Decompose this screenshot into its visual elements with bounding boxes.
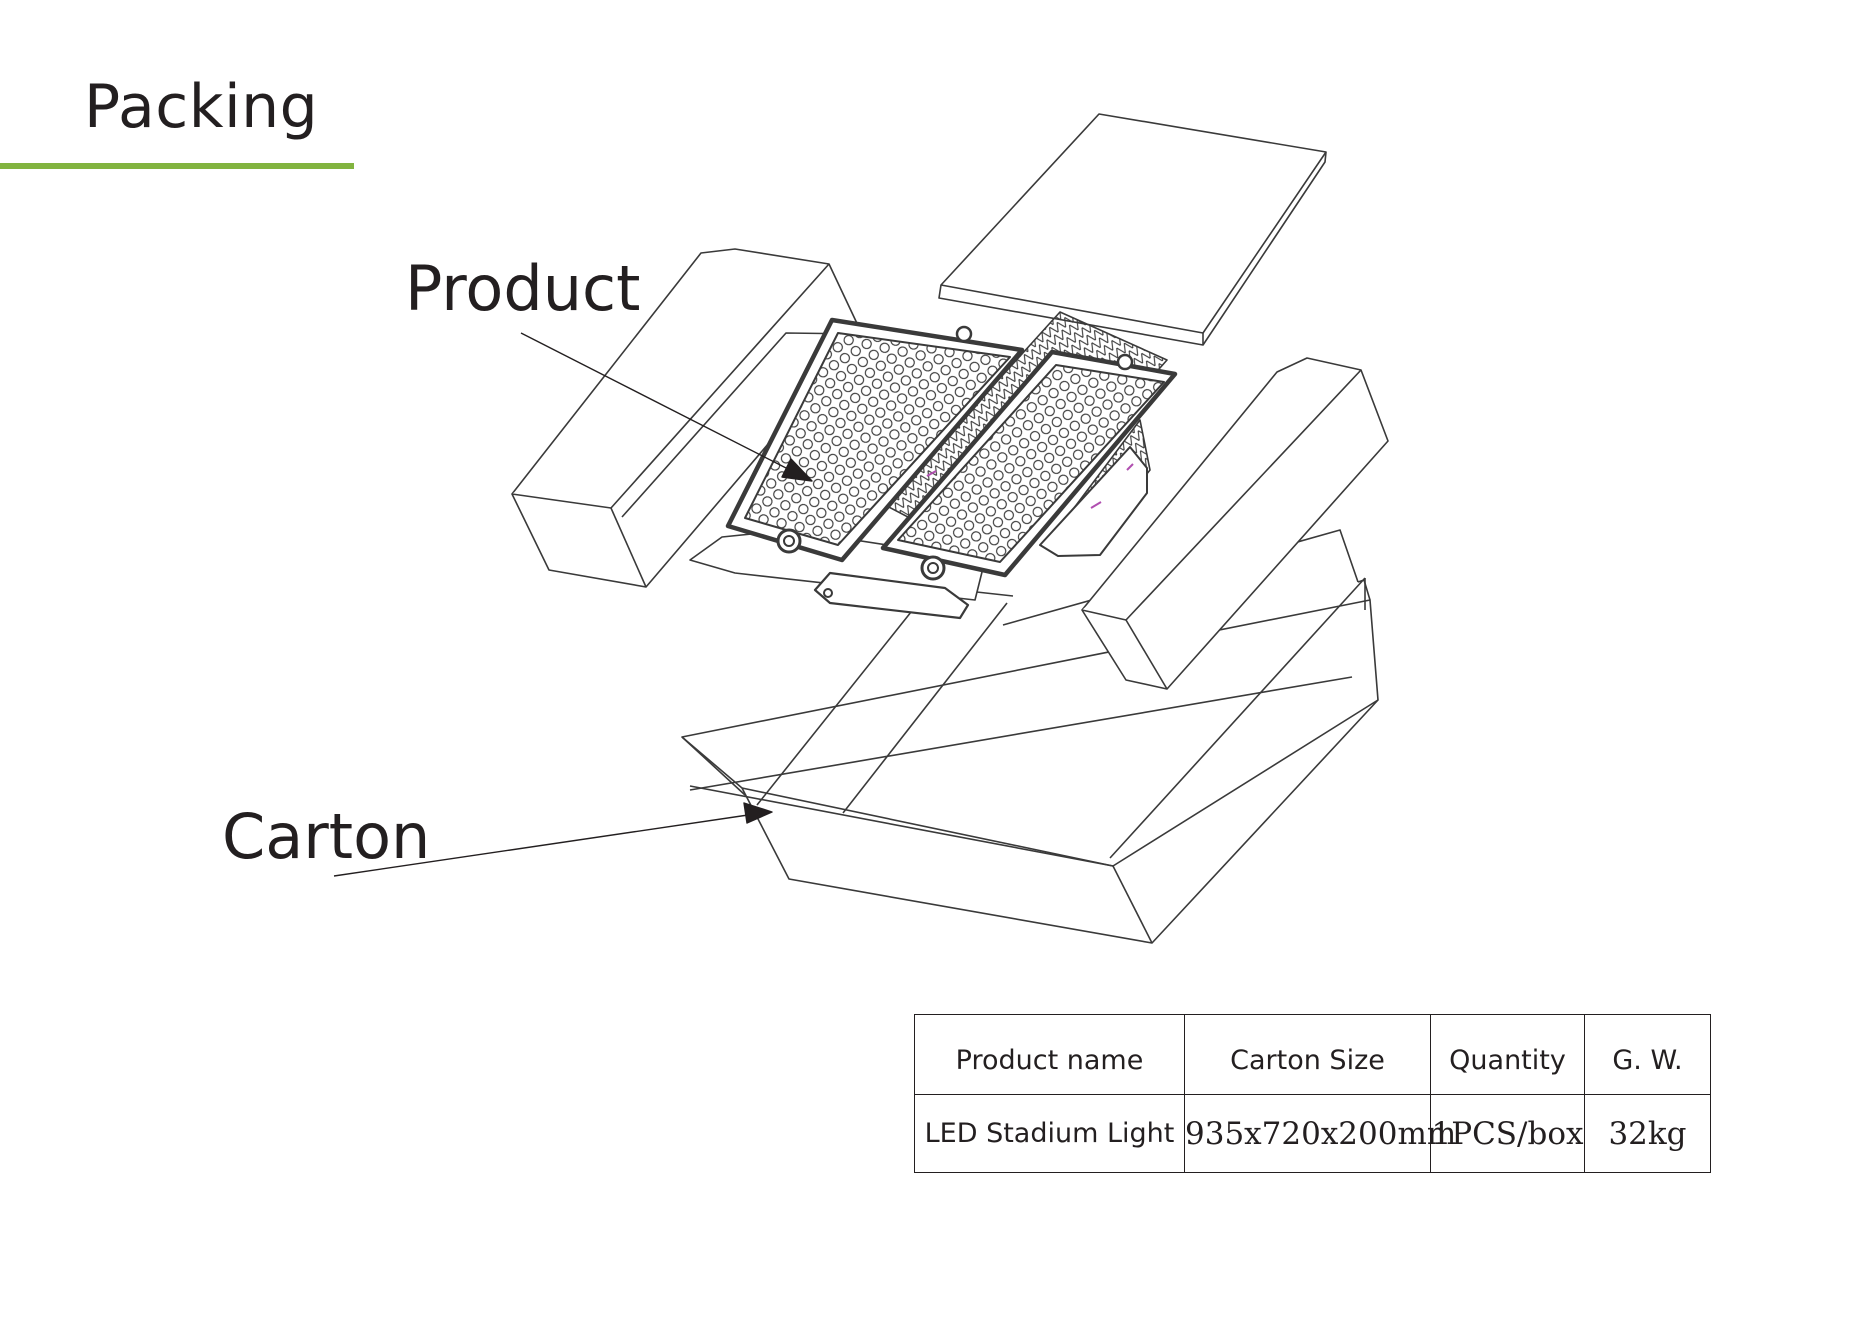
header-product-name: Product name	[914, 1014, 1185, 1095]
led-stadium-light	[689, 311, 1178, 620]
packing-spec-table: Product name Carton Size Quantity G. W. …	[914, 1014, 1711, 1173]
product-callout-label: Product	[405, 252, 641, 325]
header-gross-weight: G. W.	[1584, 1014, 1711, 1095]
carton-box	[681, 529, 1379, 944]
cell-gross-weight: 32kg	[1584, 1094, 1711, 1173]
cell-carton-size: 935x720x200mm	[1184, 1094, 1456, 1173]
table-row: LED Stadium Light 935x720x200mm 1PCS/box…	[914, 1094, 1711, 1173]
title-underline	[0, 163, 354, 169]
carton-callout-label: Carton	[222, 800, 431, 873]
cell-quantity: 1PCS/box	[1430, 1094, 1585, 1173]
table-header-row: Product name Carton Size Quantity G. W.	[914, 1014, 1711, 1095]
header-carton-size: Carton Size	[1184, 1014, 1431, 1095]
carton-leader-line	[333, 802, 773, 877]
cell-product-name: LED Stadium Light	[914, 1094, 1185, 1173]
right-foam-block	[1081, 357, 1389, 690]
product-leader-line	[520, 332, 813, 482]
carton-lid	[938, 113, 1327, 346]
header-quantity: Quantity	[1430, 1014, 1585, 1095]
page-title: Packing	[84, 72, 319, 142]
